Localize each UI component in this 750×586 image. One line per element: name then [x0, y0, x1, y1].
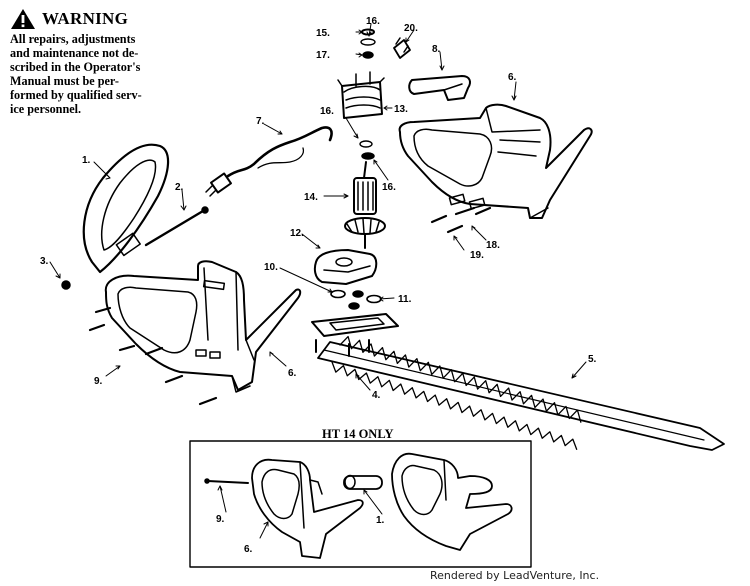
callout-8: 8.: [432, 44, 441, 55]
part-housing-left: [104, 260, 302, 393]
callout-5: 5.: [588, 354, 597, 365]
callout-16-mid: 16.: [320, 106, 334, 117]
callout-11: 11.: [398, 294, 412, 305]
inset-callout-6: 6.: [244, 544, 253, 555]
warning-block: WARNING All repairs, adjustments and mai…: [10, 8, 190, 116]
part-rear-handle: [82, 143, 170, 274]
warning-triangle-icon: [11, 9, 35, 29]
warning-line: Manual must be per-: [10, 74, 119, 88]
part-washers-gear: [330, 289, 382, 310]
callout-13: 13.: [394, 104, 408, 115]
callout-1: 1.: [82, 155, 91, 166]
callout-15: 15.: [316, 28, 330, 39]
callout-9: 9.: [94, 376, 103, 387]
callout-16-low: 16.: [382, 182, 396, 193]
inset-ht14: 9. 6. 1.: [189, 440, 532, 568]
callout-19: 19.: [470, 250, 484, 261]
callout-14: 14.: [304, 192, 318, 203]
part-housing-right: [398, 103, 593, 219]
part-cutting-blade: [317, 335, 725, 451]
part-nut: [61, 280, 71, 290]
inset-callout-1: 1.: [376, 515, 385, 526]
part-switch-trigger: [408, 75, 471, 101]
render-credit: Rendered by LeadVenture, Inc.: [430, 569, 600, 582]
inset-callout-9: 9.: [216, 514, 225, 525]
callout-4: 4.: [372, 390, 381, 401]
callout-17: 17.: [316, 50, 330, 61]
callout-10: 10.: [264, 262, 278, 273]
warning-line: All repairs, adjustments: [10, 32, 136, 46]
part-screws-right: [430, 206, 492, 234]
part-screws-left: [88, 306, 218, 406]
callout-6-left: 6.: [288, 368, 297, 379]
part-brush-holder: [393, 37, 411, 59]
callout-7: 7.: [256, 116, 265, 127]
warning-text: All repairs, adjustments and maintenance…: [10, 32, 190, 116]
warning-title: WARNING: [42, 9, 129, 28]
callout-3: 3.: [40, 256, 49, 267]
warning-line: ice personnel.: [10, 102, 82, 116]
callout-12: 12.: [290, 228, 304, 239]
warning-line: and maintenance not de-: [10, 46, 139, 60]
warning-line: scribed in the Operator's: [10, 60, 141, 74]
warning-header: WARNING: [10, 8, 190, 30]
callout-18: 18.: [486, 240, 500, 251]
part-washers-top: [359, 28, 376, 160]
callout-16-top: 16.: [366, 16, 380, 27]
part-armature: [344, 161, 386, 249]
part-blade-plate: [311, 313, 399, 337]
callout-6-right: 6.: [508, 72, 517, 83]
callout-20: 20.: [404, 23, 418, 34]
part-screw-long: [144, 206, 209, 247]
inset-title: HT 14 ONLY: [322, 427, 394, 441]
callout-2: 2.: [175, 182, 184, 193]
part-motor-field: [337, 71, 385, 119]
warning-line: formed by qualified serv-: [10, 88, 142, 102]
part-gearbox: [313, 249, 378, 285]
part-power-cord: [205, 126, 333, 197]
leader-lines: [49, 23, 587, 391]
callout-labels: 1. 2. 3. 15. 16. 20. 17. 8. 6. 13. 7. 16…: [40, 16, 597, 401]
